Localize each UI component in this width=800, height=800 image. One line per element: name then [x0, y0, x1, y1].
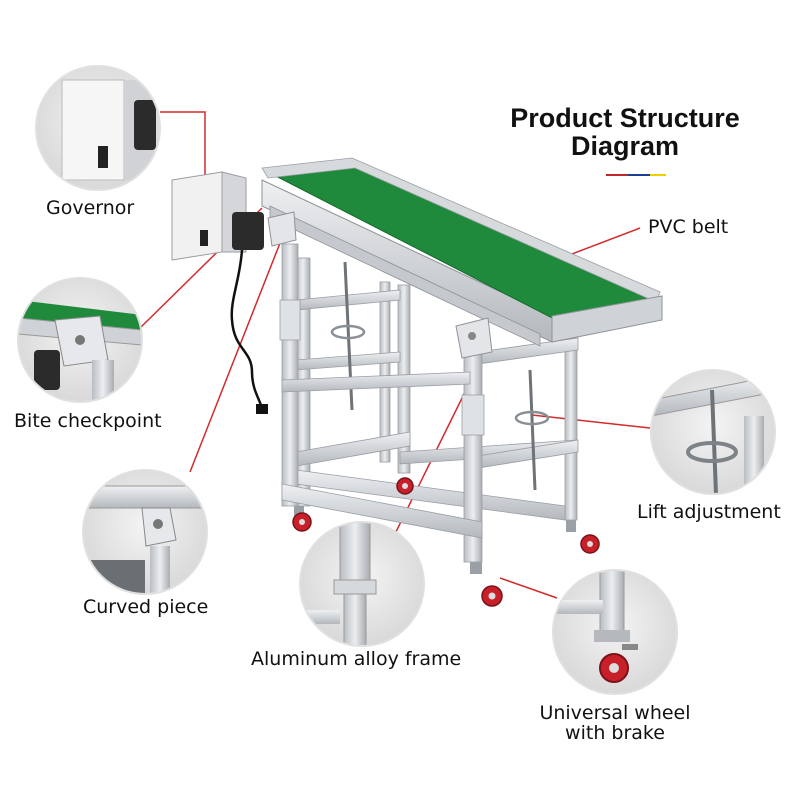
detail-circle-aluminum-frame — [299, 521, 425, 647]
conveyor-end-cap — [551, 295, 663, 343]
power-cable — [230, 249, 264, 411]
handwheel-left — [330, 324, 366, 340]
detail-circle-universal-wheel — [552, 569, 678, 695]
detail-circle-governor — [35, 65, 161, 191]
front-right-leg-sleeve — [461, 394, 485, 436]
front-left-leg — [281, 243, 299, 507]
label-curved-piece: Curved piece — [83, 596, 209, 618]
detail-circle-lift-adjustment — [650, 369, 776, 495]
leader-curved-piece — [189, 237, 283, 473]
detail-circle-bite-checkpoint — [17, 277, 143, 403]
label-universal-wheel-line-2: with brake — [565, 722, 665, 744]
front-left-leg-sleeve — [279, 299, 301, 341]
label-governor: Governor — [46, 197, 135, 219]
caster-front-right — [470, 562, 503, 607]
label-bite-checkpoint: Bite checkpoint — [14, 410, 162, 432]
power-plug — [256, 404, 268, 414]
title-line-2: Diagram — [570, 131, 680, 161]
leader-lift-adjustment — [531, 414, 651, 429]
label-aluminum-frame: Aluminum alloy frame — [251, 648, 462, 670]
governor-switch — [200, 230, 208, 246]
label-universal-wheel-line-1: Universal wheel — [539, 702, 691, 724]
title-rule-red — [606, 174, 628, 176]
leader-universal-wheel — [499, 577, 558, 599]
leader-governor — [160, 111, 206, 175]
title-rule-blue — [628, 174, 650, 176]
title-line-1: Product Structure — [510, 103, 740, 133]
conveyor-machine — [171, 157, 663, 607]
label-pvc-belt: PVC belt — [648, 216, 729, 238]
detail-circle-curved-piece — [82, 469, 208, 595]
lift-screw-right — [528, 369, 537, 491]
front-bottom-rail — [281, 483, 483, 539]
mid-rail-right — [477, 337, 579, 365]
diagram-title: Product Structure Diagram — [470, 104, 780, 160]
conveyor-side-rail-front-lower — [269, 205, 541, 347]
pivot-bracket-rear — [267, 211, 297, 247]
back-right-leg-2 — [564, 329, 578, 521]
cross-brace-low — [295, 431, 411, 467]
label-universal-wheel: Universal wheel with brake — [520, 703, 710, 743]
back-mid-leg — [379, 281, 391, 463]
caster-back-left — [396, 477, 414, 495]
caster-front-left — [292, 506, 312, 532]
handwheel-right — [514, 410, 550, 426]
governor-motor — [232, 212, 264, 250]
title-rule-yellow — [650, 174, 666, 176]
caster-back-right — [566, 520, 600, 554]
governor-box — [171, 171, 223, 261]
label-lift-adjustment: Lift adjustment — [637, 501, 781, 523]
front-mid-rail — [281, 371, 471, 393]
